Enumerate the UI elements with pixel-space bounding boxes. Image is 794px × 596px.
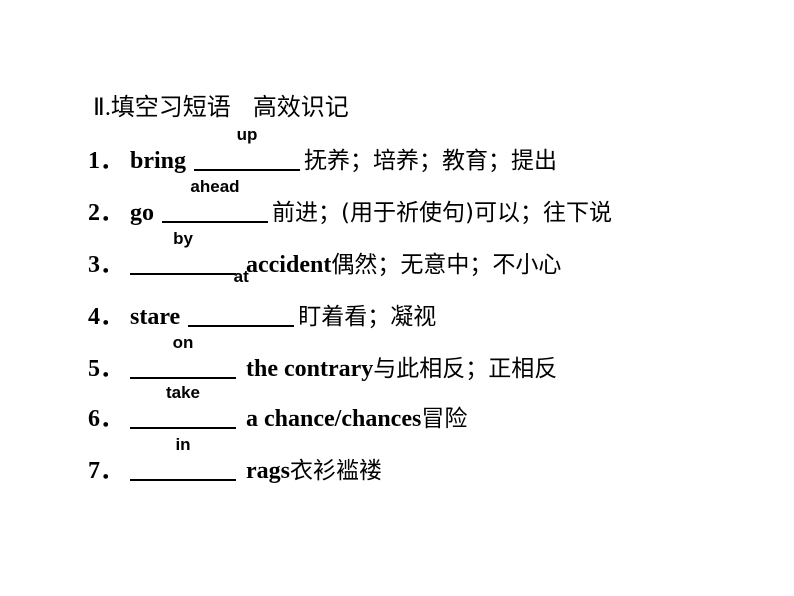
answer-blank: take	[130, 383, 236, 429]
item-number: 2．	[88, 200, 124, 226]
answer-text: by	[173, 229, 193, 248]
item-meaning: 衣衫褴褛	[290, 458, 382, 484]
item-lead-word: bring	[130, 148, 187, 174]
item-meaning: 冒险	[421, 406, 468, 432]
phrase-item-3: 3． by accident偶然；无意中；不小心	[88, 229, 562, 285]
item-lead-word: stare	[130, 304, 181, 330]
phrase-item-4: 4．stare at 盯着看；凝视	[88, 267, 437, 337]
phrase-item-6: 6． take a chance/chances冒险	[88, 383, 468, 439]
answer-text: ahead	[190, 177, 240, 196]
answer-blank: on	[130, 333, 236, 379]
section-number: Ⅱ.	[93, 95, 111, 121]
answer-text: take	[165, 383, 201, 402]
item-meaning: 盯着看；凝视	[298, 304, 437, 330]
section-title: Ⅱ.填空习短语高效识记	[93, 92, 349, 124]
item-lead-word: go	[130, 200, 154, 226]
answer-blank: up	[194, 125, 301, 171]
phrase-item-7: 7． in rags衣衫褴褛	[88, 435, 382, 491]
item-number: 1．	[88, 148, 124, 174]
answer-blank: at	[188, 267, 295, 327]
phrase-item-5: 5． on the contrary与此相反；正相反	[88, 333, 558, 389]
item-meaning: 与此相反；正相反	[373, 356, 558, 382]
item-number: 6．	[88, 406, 124, 432]
answer-blank: ahead	[162, 177, 268, 223]
item-meaning: 偶然；无意中；不小心	[331, 252, 562, 278]
section-subheading: 高效识记	[252, 95, 349, 121]
item-number: 5．	[88, 356, 124, 382]
item-number: 4．	[88, 304, 124, 330]
answer-text: at	[233, 267, 249, 286]
answer-blank: by	[130, 229, 236, 275]
answer-text: up	[236, 125, 258, 144]
answer-text: in	[175, 435, 191, 454]
item-number: 7．	[88, 458, 124, 484]
item-number: 3．	[88, 252, 124, 278]
item-trailing-words: rags	[246, 458, 290, 484]
answer-text: on	[172, 333, 194, 352]
answer-blank: in	[130, 435, 236, 481]
item-meaning: 抚养；培养；教育；提出	[304, 148, 558, 174]
item-meaning: 前进；(用于祈使句)可以；往下说	[272, 200, 612, 226]
phrase-item-1: 1．bring up 抚养；培养；教育；提出	[88, 125, 558, 181]
item-trailing-words: accident	[246, 252, 332, 278]
item-trailing-words: the contrary	[246, 356, 374, 382]
phrase-item-2: 2．go ahead 前进；(用于祈使句)可以；往下说	[88, 177, 612, 233]
section-heading: 填空习短语	[110, 95, 231, 121]
item-trailing-words: a chance/chances	[246, 406, 422, 432]
